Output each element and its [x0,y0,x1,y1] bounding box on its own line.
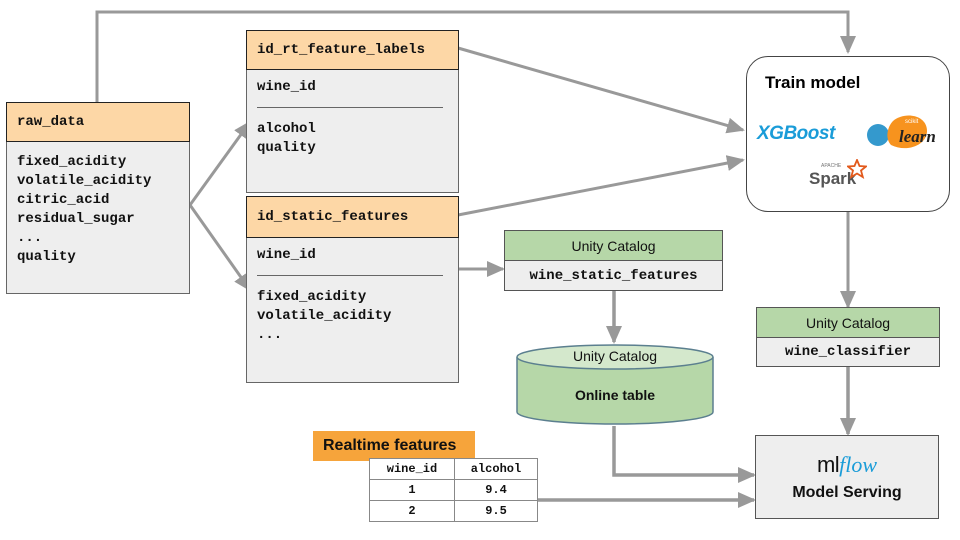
static-features-table: id_static_features wine_id fixed_acidity… [246,196,459,383]
key-field: wine_id [257,247,316,263]
arrow-rt-labels-to-train [457,46,745,134]
raw-data-title: raw_data [17,114,85,130]
mlflow-flow: flow [839,452,878,477]
column-header: wine_id [369,458,455,480]
field: residual_sugar [17,211,135,227]
uc-model-header: Unity Catalog [756,307,940,338]
xgboost-logo: XGBoost [757,123,835,144]
arrow-raw-to-rt-labels [188,120,252,206]
spark-label: Spark [809,169,857,188]
static-features-title: id_static_features [257,209,409,225]
cell: 9.4 [454,479,538,501]
realtime-table-wrap: wine_id alcohol 1 9.4 2 9.5 [369,458,538,522]
spark-star-icon [847,159,867,179]
realtime-table: wine_id alcohol 1 9.4 2 9.5 [369,458,538,522]
sklearn-icon [867,115,927,149]
uc-model-name: wine_classifier [756,338,940,367]
field: quality [17,249,76,265]
static-features-body: wine_id fixed_acidity volatile_acidity .… [246,238,459,383]
rt-feature-labels-title: id_rt_feature_labels [257,42,426,58]
column-header: alcohol [454,458,538,480]
table-row: 2 9.5 [369,500,538,522]
field: citric_acid [17,192,110,208]
realtime-features-label: Realtime features [313,431,475,461]
table-row: 1 9.4 [369,479,538,501]
field: fixed_acidity [257,289,367,305]
uc-static-features: Unity Catalog wine_static_features [504,230,723,291]
raw-data-table: raw_data fixed_acidity volatile_acidity … [6,102,190,294]
rt-feature-labels-table: id_rt_feature_labels wine_id alcohol qua… [246,30,459,193]
sklearn-small-label: scikit [905,119,919,125]
field: volatile_acidity [17,173,152,189]
spark-small-label: APACHE [821,163,842,169]
mlflow-ml: ml [816,452,840,477]
train-model-box: Train model XGBoost scikit learn APACHE … [746,56,950,212]
online-table-cylinder: Unity Catalog Online table [516,344,714,426]
cell: 1 [369,479,455,501]
train-model-title: Train model [765,73,861,92]
sklearn-logo: scikit learn [865,113,945,153]
rt-feature-labels-body: wine_id alcohol quality [246,70,459,193]
field: ... [257,327,283,343]
mlflow-logo: mlflow [817,452,877,478]
spark-logo: APACHE Spark [809,159,889,193]
field: volatile_acidity [257,308,392,324]
field: ... [17,230,43,246]
online-table-header: Unity Catalog [572,348,658,364]
uc-static-name: wine_static_features [504,261,723,291]
model-serving-box: mlflow Model Serving [755,435,939,519]
cell: 9.5 [454,500,538,522]
model-serving-label: Model Serving [792,484,902,501]
uc-model: Unity Catalog wine_classifier [756,307,940,367]
arrow-static-to-train [457,155,745,217]
uc-static-header: Unity Catalog [504,230,723,261]
field: fixed_acidity [17,154,127,170]
arrow-online-to-serving [612,426,756,483]
rt-feature-labels-header: id_rt_feature_labels [246,30,459,70]
field: alcohol [257,121,316,137]
key-field: wine_id [257,79,316,95]
cell: 2 [369,500,455,522]
arrow-raw-to-static [188,204,252,292]
field: quality [257,140,316,156]
online-table-label: Online table [574,387,656,403]
divider [257,275,443,276]
static-features-header: id_static_features [246,196,459,238]
divider [257,107,443,108]
arrow-raw-to-train [95,10,856,102]
raw-data-body: fixed_acidity volatile_acidity citric_ac… [6,142,190,294]
raw-data-header: raw_data [6,102,190,142]
table-header-row: wine_id alcohol [369,458,538,480]
cylinder-shape [516,344,714,425]
sklearn-label: learn [899,127,936,146]
